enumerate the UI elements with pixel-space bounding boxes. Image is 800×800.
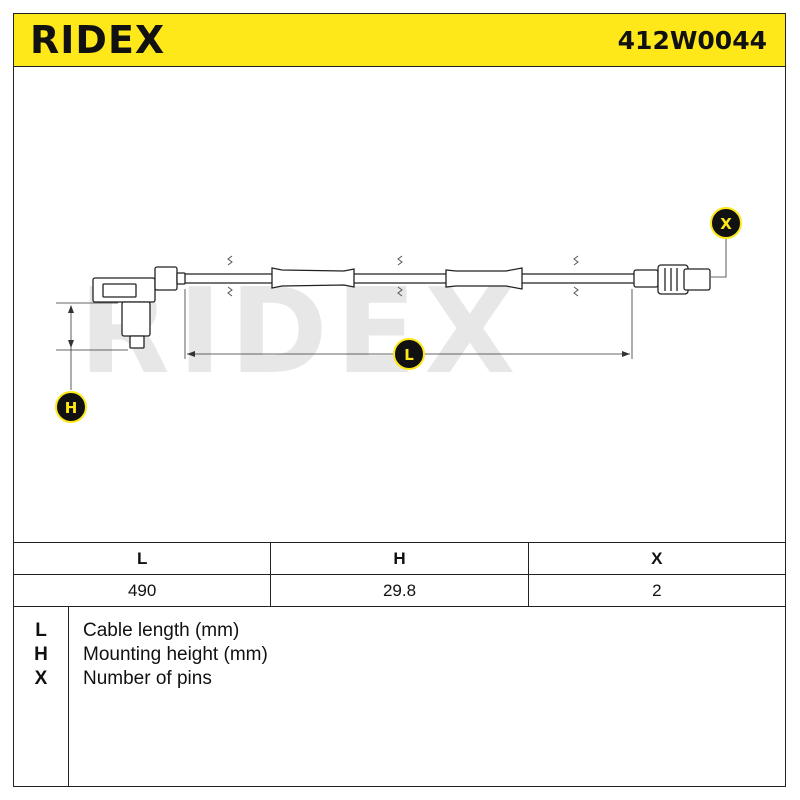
connector-collar <box>633 269 659 288</box>
legend-symbol: H <box>34 644 48 665</box>
marker-l: L <box>393 338 425 370</box>
spec-value-h: 29.8 <box>270 574 529 607</box>
part-number: 412W0044 <box>617 26 767 55</box>
sensor-tip <box>129 335 145 349</box>
marker-l-label: L <box>404 346 414 364</box>
marker-x-label: X <box>720 215 732 233</box>
dimension-arrows <box>68 305 630 357</box>
sensor-cable <box>92 264 711 349</box>
cable-grommet <box>154 266 178 291</box>
spec-table-header: L H X <box>12 542 787 575</box>
spec-table-values: 490 29.8 2 <box>12 574 787 607</box>
spec-value-l: 490 <box>12 574 272 607</box>
cable-sleeve-right <box>445 267 523 290</box>
legend: L Cable length (mm) H Mounting height (m… <box>13 607 786 787</box>
header-bar: RIDEX 412W0044 <box>13 13 786 67</box>
marker-h-label: H <box>65 399 78 417</box>
legend-row: H Mounting height (mm) <box>14 643 785 667</box>
legend-row: L Cable length (mm) <box>14 619 785 643</box>
legend-symbol: L <box>35 620 47 641</box>
marker-x: X <box>710 207 742 239</box>
sensor-cap <box>102 283 137 298</box>
spec-header-h: H <box>270 542 529 575</box>
spec-header-l: L <box>12 542 272 575</box>
spec-header-x: X <box>527 542 787 575</box>
spec-value-x: 2 <box>527 574 787 607</box>
cable-sleeve-left <box>271 267 355 289</box>
legend-description: Number of pins <box>83 668 212 689</box>
legend-row: X Number of pins <box>14 667 785 691</box>
spec-table: L H X 490 29.8 2 <box>12 542 787 607</box>
legend-description: Cable length (mm) <box>83 620 240 641</box>
legend-description: Mounting height (mm) <box>83 644 268 665</box>
break-marks <box>227 255 579 297</box>
brand-logo: RIDEX <box>30 18 166 62</box>
marker-h: H <box>55 391 87 423</box>
technical-drawing: RIDEX <box>55 207 742 423</box>
legend-symbol: X <box>34 668 48 689</box>
sensor-stem <box>121 301 151 337</box>
legend-divider <box>68 607 69 786</box>
